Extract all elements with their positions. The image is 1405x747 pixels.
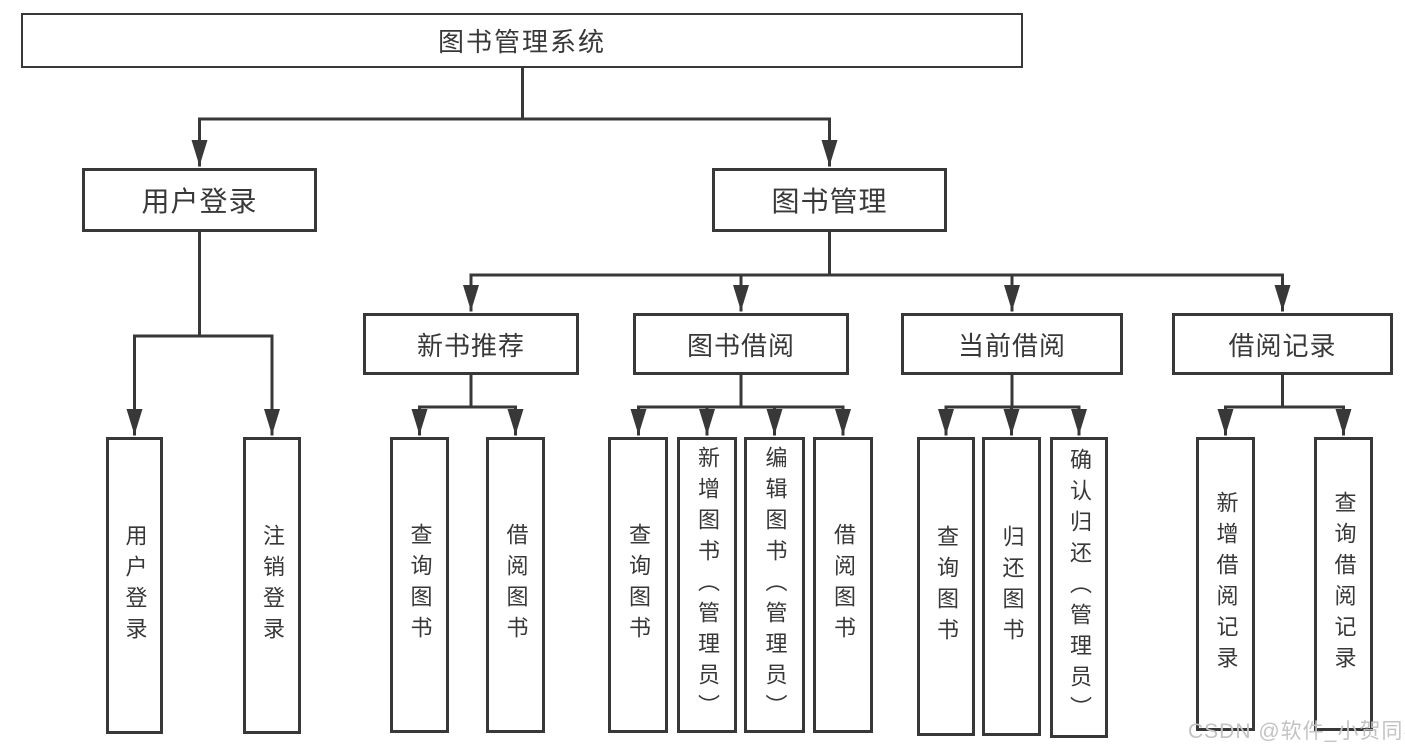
node-book-borrow: 图书借阅 <box>633 313 849 375</box>
connector-book-borrow-children <box>630 373 851 436</box>
connector-borrow-record-children <box>1217 373 1352 436</box>
node-root-system: 图书管理系统 <box>21 13 1023 68</box>
connector-book-mgmt-children <box>463 230 1291 312</box>
leaf-borrow-borrow-book: 借阅图书 <box>813 437 873 733</box>
leaf-newbook-borrow-book: 借阅图书 <box>486 437 545 733</box>
connector-root-to-level2 <box>191 66 838 167</box>
node-new-book-recommend: 新书推荐 <box>363 313 579 375</box>
node-user-login: 用户登录 <box>82 168 317 232</box>
node-current-borrow: 当前借阅 <box>901 313 1123 375</box>
leaf-current-query-book: 查询图书 <box>917 437 975 736</box>
leaf-record-add: 新增借阅记录 <box>1196 437 1255 731</box>
leaf-user-login: 用户登录 <box>106 437 163 734</box>
node-book-management: 图书管理 <box>712 168 947 232</box>
connector-current-borrow-children <box>938 373 1087 436</box>
csdn-watermark: CSDN @软件_小贺同学 <box>1188 720 1405 743</box>
leaf-current-confirm-return-admin: 确认归还（管理员） <box>1050 437 1108 738</box>
leaf-record-query: 查询借阅记录 <box>1314 437 1373 731</box>
connector-user-login-children <box>126 230 280 436</box>
leaf-borrow-edit-book-admin: 编辑图书（管理员） <box>744 437 805 733</box>
leaf-borrow-add-book-admin: 新增图书（管理员） <box>677 437 737 733</box>
leaf-current-return-book: 归还图书 <box>982 437 1041 736</box>
leaf-logout: 注销登录 <box>243 437 301 734</box>
leaf-newbook-query-book: 查询图书 <box>390 437 449 733</box>
connector-new-book-children <box>411 373 524 436</box>
leaf-borrow-query-book: 查询图书 <box>608 437 668 733</box>
node-borrow-records: 借阅记录 <box>1172 313 1393 375</box>
